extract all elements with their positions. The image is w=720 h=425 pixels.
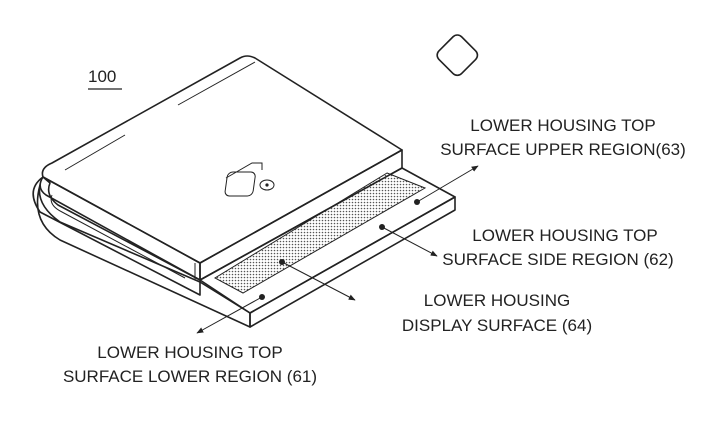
- upper-housing: [39, 55, 403, 281]
- label-upper-region-line2: SURFACE UPPER REGION(63): [440, 140, 686, 159]
- label-lower-region-line2: SURFACE LOWER REGION (61): [63, 367, 317, 386]
- label-lower-region-line1: LOWER HOUSING TOP: [97, 343, 282, 362]
- label-display-surface-line2: DISPLAY SURFACE (64): [402, 316, 592, 335]
- display-surface-region: [213, 172, 427, 294]
- lower-housing: [36, 167, 456, 328]
- leader-lines: [196, 165, 479, 334]
- label-side-region-line2: SURFACE SIDE REGION (62): [442, 250, 673, 269]
- label-display-surface-line1: LOWER HOUSING: [424, 291, 570, 310]
- camera-module-icon: [224, 34, 479, 197]
- fold-hinge: [32, 176, 201, 296]
- label-side-region-line1: LOWER HOUSING TOP: [472, 226, 657, 245]
- label-upper-region-line1: LOWER HOUSING TOP: [470, 116, 655, 135]
- reference-numeral: 100: [88, 67, 116, 86]
